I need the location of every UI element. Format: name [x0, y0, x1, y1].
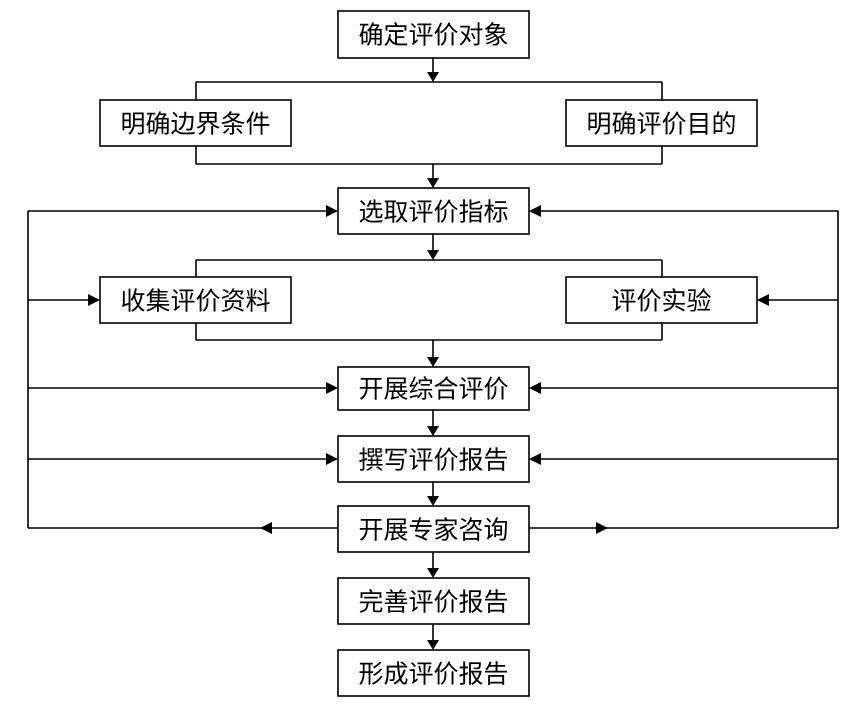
arrow-right-icon: [326, 453, 338, 465]
arrow-down-icon: [427, 568, 439, 578]
node-improve-report: 完善评价报告: [337, 577, 530, 625]
node-select-indicators: 选取评价指标: [337, 187, 530, 235]
arrow-down-icon: [427, 357, 439, 367]
arrow-left-icon: [757, 294, 769, 306]
node-final-report: 形成评价报告: [337, 649, 530, 697]
arrow-down-icon: [427, 426, 439, 436]
node-label: 明确边界条件: [120, 110, 270, 139]
node-boundary-conditions: 明确边界条件: [99, 99, 292, 147]
arrow-left-icon: [529, 382, 541, 394]
node-determine-target: 确定评价对象: [337, 10, 530, 59]
arrow-down-icon: [427, 496, 439, 506]
node-label: 完善评价报告: [358, 588, 508, 617]
node-label: 开展专家咨询: [358, 516, 508, 545]
node-label: 收集评价资料: [120, 287, 270, 316]
node-write-report: 撰写评价报告: [337, 435, 530, 483]
node-expert-consultation: 开展专家咨询: [337, 505, 530, 553]
node-label: 撰写评价报告: [358, 446, 508, 475]
arrow-left-icon: [260, 522, 272, 534]
arrow-down-icon: [427, 72, 439, 82]
node-comprehensive-evaluation: 开展综合评价: [337, 366, 530, 411]
arrow-right-icon: [326, 382, 338, 394]
node-label: 开展综合评价: [358, 375, 508, 404]
arrow-left-icon: [529, 453, 541, 465]
node-label: 评价实验: [611, 287, 711, 316]
node-experiment: 评价实验: [565, 276, 758, 324]
node-collect-data: 收集评价资料: [99, 276, 292, 324]
arrow-right-icon: [326, 205, 338, 217]
arrow-right-icon: [596, 522, 608, 534]
node-evaluation-purpose: 明确评价目的: [565, 99, 758, 147]
arrow-left-icon: [529, 205, 541, 217]
node-label: 明确评价目的: [586, 110, 736, 139]
arrow-down-icon: [427, 250, 439, 260]
node-label: 选取评价指标: [358, 198, 508, 227]
node-label: 形成评价报告: [358, 660, 508, 689]
node-label: 确定评价对象: [358, 21, 508, 50]
arrow-down-icon: [427, 640, 439, 650]
arrow-down-icon: [427, 178, 439, 188]
connectors: [27, 58, 839, 650]
arrow-right-icon: [88, 294, 100, 306]
